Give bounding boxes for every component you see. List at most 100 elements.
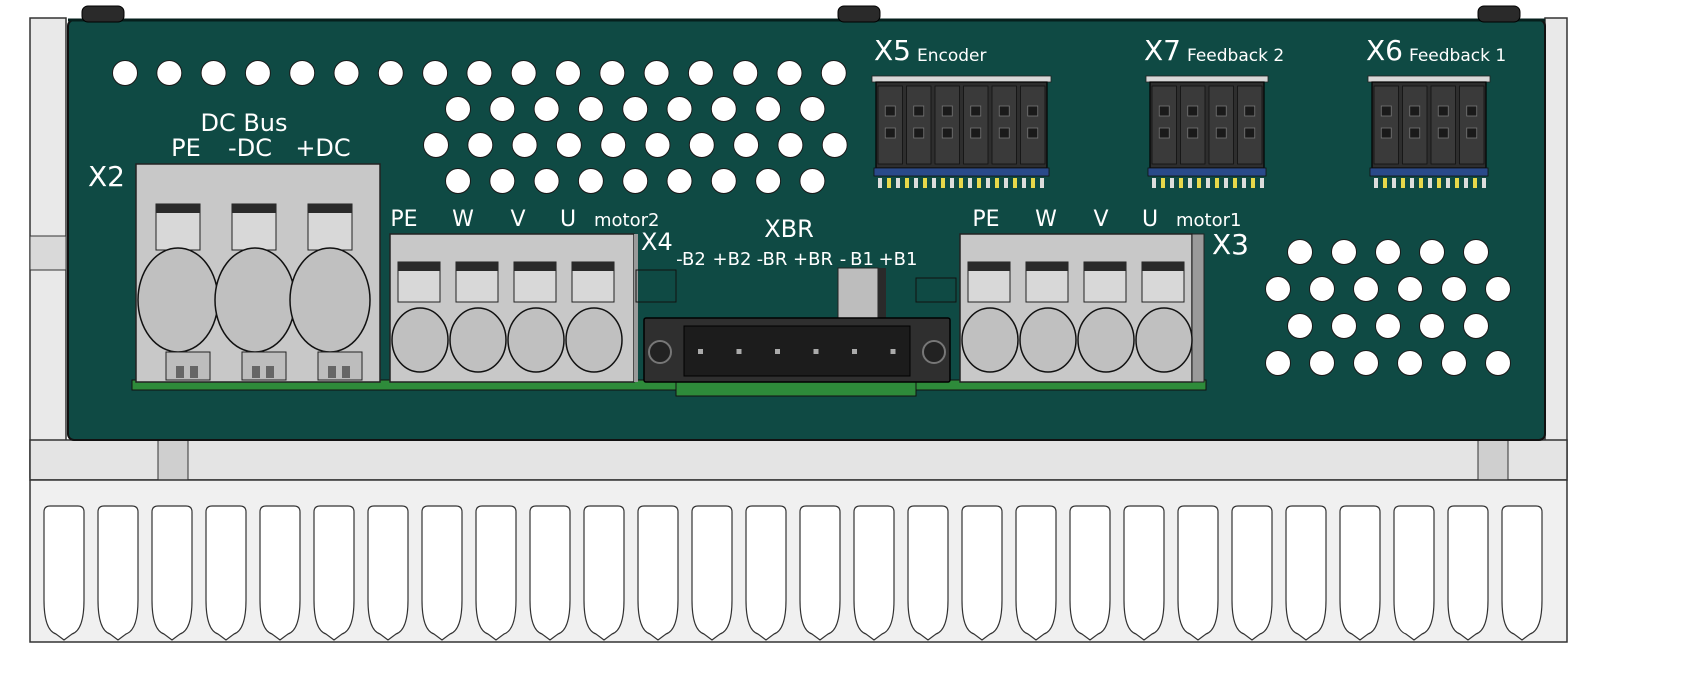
standoff-left — [157, 439, 189, 481]
x3-name: motor1 — [1176, 210, 1241, 231]
vent-hole-icon — [755, 168, 782, 194]
heatsink-fin-icon — [205, 505, 247, 641]
vent-hole-icon — [1353, 276, 1379, 302]
x5-label: X5 — [874, 34, 911, 67]
vent-hole-icon — [156, 60, 183, 86]
xbr-pin-plus-br: +BR — [793, 249, 833, 270]
vent-hole-icon — [732, 60, 759, 86]
vent-hole-icon — [666, 168, 693, 194]
x6-label: X6 — [1366, 34, 1403, 67]
vent-hole-icon — [423, 132, 449, 158]
heatsink-fin-icon — [1501, 505, 1543, 641]
vent-hole-icon — [1265, 350, 1291, 376]
heatsink-fin-icon — [1231, 505, 1273, 641]
vent-hole-icon — [820, 60, 847, 86]
vent-hole-icon — [1419, 313, 1445, 339]
heatsink-fin-icon — [313, 505, 355, 641]
vent-hole-icon — [333, 60, 360, 86]
heatsink-fin-icon — [367, 505, 409, 641]
vent-hole-icon — [445, 96, 471, 122]
x4-pin-u: U — [560, 207, 576, 232]
vent-hole-icon — [467, 132, 494, 158]
xbr-pin-minus: - — [840, 249, 847, 270]
vent-hole-icon — [710, 168, 737, 194]
left-bracket-tab — [29, 235, 67, 271]
vent-hole-icon — [688, 132, 715, 158]
vent-hole-icon — [533, 168, 560, 194]
vent-hole-icon — [1331, 239, 1357, 265]
vent-hole-icon — [577, 168, 604, 194]
vent-hole-icon — [1419, 239, 1445, 265]
vent-hole-icon — [533, 96, 560, 122]
xbr-label: XBR — [764, 215, 814, 243]
x4-pin-v: V — [510, 207, 525, 232]
heatsink-fin-icon — [1015, 505, 1057, 641]
vent-hole-icon — [799, 96, 826, 122]
heatsink-fins — [43, 505, 1543, 641]
xbr-pin-b1: B1 — [850, 249, 874, 270]
x3-pin-pe: PE — [972, 207, 999, 232]
vent-hole-icon — [687, 60, 714, 86]
vent-hole-icon — [1265, 276, 1291, 302]
x4-pin-pe: PE — [390, 207, 417, 232]
vent-hole-icon — [112, 60, 138, 86]
x6-name: Feedback 1 — [1409, 46, 1506, 66]
x2-pin-plus-dc: +DC — [295, 134, 350, 162]
vent-hole-icon — [1309, 276, 1335, 302]
heatsink-fin-icon — [43, 505, 85, 641]
heatsink-fin-icon — [97, 505, 139, 641]
vent-hole-icon — [1441, 350, 1467, 376]
x6-feedback1-connector — [1367, 75, 1491, 188]
vent-hole-icon — [1485, 276, 1511, 302]
x3-pin-v: V — [1093, 207, 1108, 232]
vent-hole-icon — [489, 168, 516, 194]
vent-hole-icon — [1331, 313, 1357, 339]
vent-hole-icon — [1463, 313, 1489, 339]
vent-hole-icon — [555, 132, 582, 158]
vent-hole-icon — [1397, 350, 1423, 376]
heatsink-fin-icon — [1177, 505, 1219, 641]
heatsink-fin-icon — [421, 505, 463, 641]
heatsink-fin-icon — [529, 505, 571, 641]
vent-hole-icon — [666, 96, 693, 122]
heatsink-fin-icon — [1285, 505, 1327, 641]
vent-hole-icon — [489, 96, 516, 122]
vent-hole-icon — [1309, 350, 1335, 376]
vent-hole-icon — [776, 60, 803, 86]
vent-hole-icon — [1463, 239, 1489, 265]
vent-hole-icon — [1485, 350, 1511, 376]
vent-hole-icon — [289, 60, 316, 86]
x2-terminal-block — [135, 163, 381, 383]
heatsink-fin-icon — [1393, 505, 1435, 641]
vent-hole-icon — [1353, 350, 1379, 376]
heatsink-fin-icon — [475, 505, 517, 641]
vent-hole-icon — [821, 132, 848, 158]
vent-hole-icon — [244, 60, 271, 86]
x5-encoder-connector — [871, 75, 1052, 188]
vent-hole-icon — [643, 60, 670, 86]
vent-hole-icon — [1287, 313, 1313, 339]
x7-name: Feedback 2 — [1187, 46, 1284, 66]
xbr-pin-minus-br: -BR — [757, 249, 788, 270]
heatsink-fin-icon — [1339, 505, 1381, 641]
vent-hole-icon — [733, 132, 760, 158]
vent-hole-icon — [112, 60, 1511, 376]
heatsink-fin-icon — [1447, 505, 1489, 641]
heatsink-fin-icon — [691, 505, 733, 641]
x2-pin-minus-dc: -DC — [228, 134, 272, 162]
xbr-pcb-strip — [675, 381, 917, 397]
vent-hole-icon — [1441, 276, 1467, 302]
heatsink-fin-icon — [1123, 505, 1165, 641]
vent-hole-icon — [445, 168, 471, 194]
x4-name: motor2 — [594, 210, 659, 231]
vent-hole-icon — [622, 96, 649, 122]
vent-hole-icon — [555, 60, 581, 86]
heatsink-fin-icon — [259, 505, 301, 641]
heatsink-fin-icon — [637, 505, 679, 641]
vent-hole-icon — [599, 60, 626, 86]
vent-hole-icon — [1287, 239, 1313, 265]
right-bracket — [1544, 17, 1568, 479]
heatsink-base — [29, 439, 1568, 481]
